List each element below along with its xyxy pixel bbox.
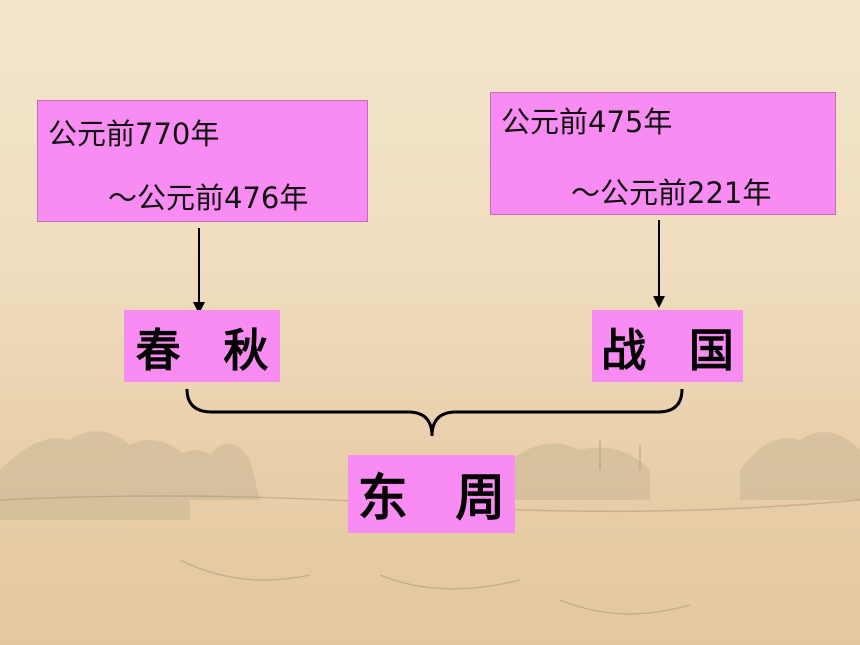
- right-arrow-head: [653, 296, 665, 308]
- left-range-end: ～公元前476年: [108, 181, 309, 215]
- brace: [185, 388, 684, 437]
- warring-states-label: 战 国: [592, 310, 743, 382]
- right-range-start: 公元前475年: [501, 105, 673, 139]
- spring-autumn-text: 春 秋: [135, 323, 282, 377]
- spring-autumn-label: 春 秋: [124, 310, 280, 382]
- eastern-zhou-label: 东 周: [348, 455, 515, 533]
- warring-states-text: 战 国: [601, 323, 748, 377]
- left-range-start: 公元前770年: [48, 117, 220, 151]
- left-arrow-head: [193, 302, 205, 314]
- left-date-range-box: 公元前770年 ～公元前476年: [37, 100, 368, 222]
- right-date-range-box: 公元前475年 ～公元前221年: [490, 92, 836, 215]
- eastern-zhou-text: 东 周: [357, 468, 521, 527]
- right-range-end: ～公元前221年: [571, 176, 772, 210]
